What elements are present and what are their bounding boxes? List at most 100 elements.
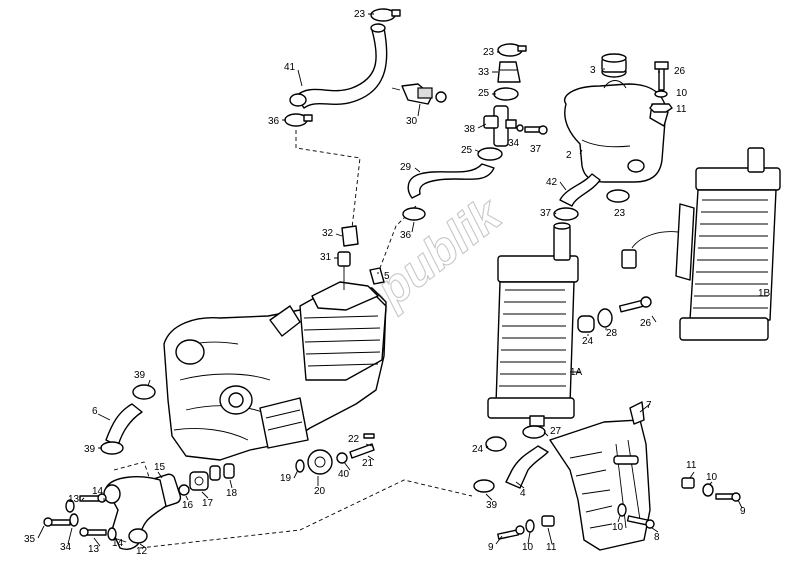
- callout-1B: 1B: [758, 288, 771, 299]
- callout-25: 25: [461, 145, 473, 156]
- callout-26: 26: [640, 318, 652, 329]
- hose-clamp: [606, 189, 630, 203]
- radiator-left: [487, 222, 579, 427]
- temperature-sensor: [391, 83, 447, 105]
- washer: [525, 519, 535, 533]
- pump-shaft: [349, 443, 375, 459]
- hose-clamp: [493, 87, 519, 101]
- spacer: [597, 308, 613, 328]
- callout-14: 14: [112, 538, 124, 549]
- callout-19: 19: [280, 473, 292, 484]
- callout-17: 17: [202, 498, 214, 509]
- water-pump-cover: [103, 476, 167, 550]
- nut: [649, 103, 673, 113]
- hose-clamp: [100, 441, 124, 455]
- nut: [681, 477, 695, 489]
- callout-6: 6: [92, 406, 98, 417]
- callout-24: 24: [472, 444, 484, 455]
- callout-10: 10: [676, 88, 688, 99]
- radiator-guard: [549, 401, 651, 551]
- callout-25: 25: [478, 88, 490, 99]
- callout-26: 26: [674, 66, 686, 77]
- callout-7: 7: [646, 400, 652, 411]
- hose-clamp: [522, 425, 546, 439]
- tank-hose: [559, 173, 601, 207]
- washer: [617, 503, 627, 517]
- callout-20: 20: [314, 486, 326, 497]
- callout-10: 10: [522, 542, 534, 553]
- callout-3: 3: [590, 65, 596, 76]
- hose-clamp: [284, 113, 313, 127]
- callout-10: 10: [706, 472, 718, 483]
- callout-2: 2: [566, 150, 572, 161]
- upper-hose: [289, 23, 388, 109]
- callout-18: 18: [226, 488, 238, 499]
- bearing: [189, 471, 209, 491]
- thermostat-fitting: [337, 251, 351, 290]
- callout-39: 39: [486, 500, 498, 511]
- expansion-tank: [563, 80, 669, 183]
- callout-9: 9: [488, 542, 494, 553]
- lower-bypass-hose: [407, 163, 495, 199]
- hose-clamp: [477, 147, 503, 161]
- callout-29: 29: [400, 162, 412, 173]
- grommet: [485, 436, 507, 452]
- callout-39: 39: [134, 370, 146, 381]
- hose-clamp: [497, 43, 527, 57]
- callout-21: 21: [362, 458, 374, 469]
- callout-27: 27: [550, 426, 562, 437]
- hose-clamp: [553, 207, 579, 221]
- screw: [178, 484, 190, 496]
- callout-1A: 1A: [570, 367, 583, 378]
- grommet: [577, 315, 595, 333]
- washer: [69, 513, 79, 527]
- radiator-right: [621, 147, 781, 341]
- callout-42: 42: [546, 177, 558, 188]
- callout-labels: 23 41 36 30 23 33 25 38 34 37 25 29 36 3…: [24, 9, 771, 557]
- nut: [541, 515, 555, 527]
- callout-11: 11: [546, 542, 557, 553]
- callout-23: 23: [614, 208, 626, 219]
- callout-28: 28: [606, 328, 618, 339]
- bushing: [209, 463, 235, 481]
- tank-cap: [601, 53, 627, 78]
- callout-8: 8: [654, 532, 660, 543]
- washer: [295, 459, 305, 473]
- impeller: [307, 449, 333, 475]
- washer: [702, 483, 714, 497]
- lower-radiator-hose: [505, 445, 549, 489]
- callout-23: 23: [483, 47, 495, 58]
- callout-31: 31: [320, 252, 332, 263]
- screw: [497, 525, 525, 540]
- screw: [626, 515, 655, 529]
- callout-35: 35: [24, 534, 36, 545]
- screw: [524, 125, 548, 135]
- callout-23: 23: [354, 9, 366, 20]
- callout-33: 33: [478, 67, 490, 78]
- callout-37: 37: [540, 208, 552, 219]
- callout-41: 41: [284, 62, 296, 73]
- callout-14: 14: [92, 486, 104, 497]
- callout-34: 34: [508, 138, 520, 149]
- engine-assembly: [163, 281, 387, 461]
- callout-39: 39: [84, 444, 96, 455]
- callout-13: 13: [68, 494, 80, 505]
- callout-40: 40: [338, 469, 350, 480]
- washer: [65, 499, 75, 513]
- callout-11: 11: [676, 104, 687, 115]
- callout-30: 30: [406, 116, 418, 127]
- callout-5: 5: [384, 271, 390, 282]
- hose-clamp: [473, 479, 495, 493]
- callout-10: 10: [612, 522, 624, 533]
- thermostat-cap: [341, 225, 359, 247]
- screw: [43, 517, 71, 527]
- temp-switch: [369, 267, 385, 285]
- washer: [107, 527, 117, 541]
- t-junction: [483, 105, 524, 147]
- pin: [363, 433, 375, 439]
- callout-9: 9: [740, 506, 746, 517]
- screw: [715, 492, 741, 502]
- callout-15: 15: [154, 462, 166, 473]
- callout-34: 34: [60, 542, 72, 553]
